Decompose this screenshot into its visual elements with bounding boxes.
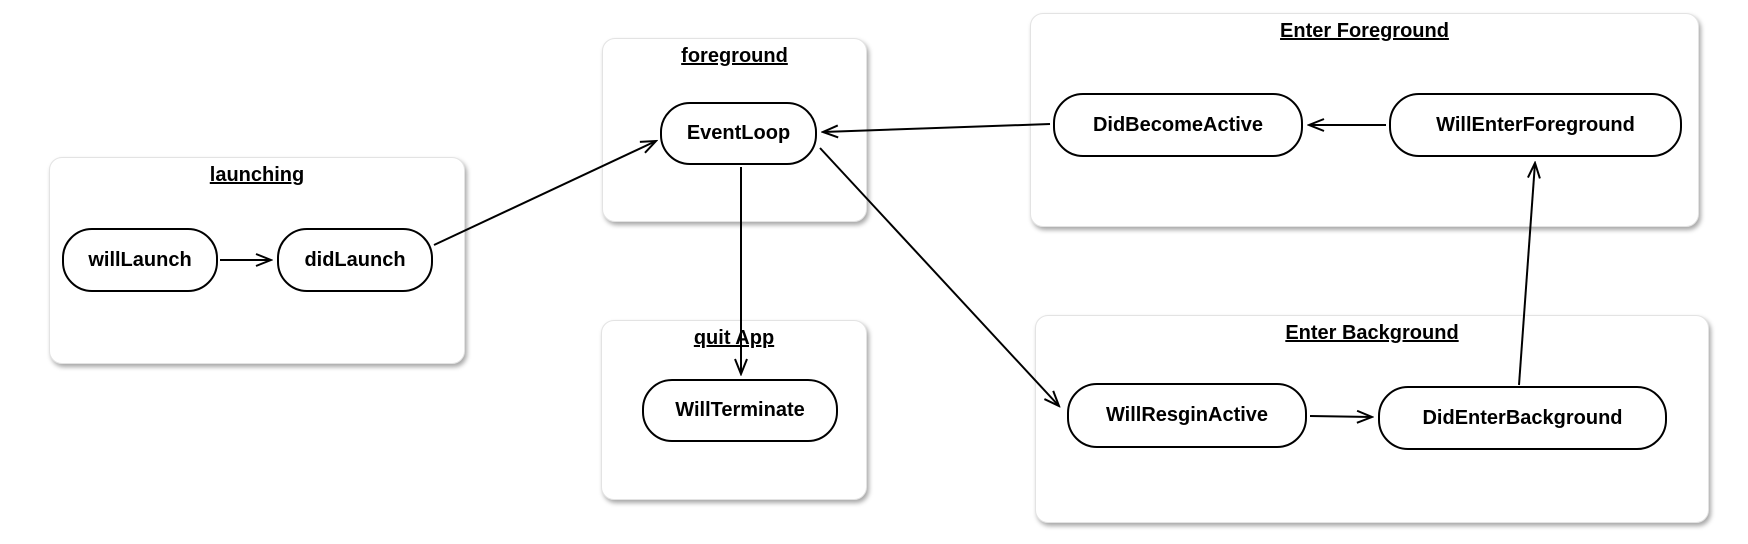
node-event-loop-label: EventLoop: [686, 122, 791, 144]
group-title-launching: launching: [209, 164, 305, 186]
node-did-enter-background-label: DidEnterBackground: [1422, 406, 1623, 429]
node-will-launch-label: willLaunch: [88, 248, 192, 271]
node-will-resgin-active: WillResginActive: [1067, 383, 1307, 448]
node-did-enter-background: DidEnterBackground: [1378, 386, 1667, 450]
group-title-foreground: foreground: [681, 45, 788, 67]
group-title-enter-background: Enter Background: [1285, 322, 1459, 344]
node-will-enter-foreground: WillEnterForeground: [1389, 93, 1682, 157]
node-will-launch: willLaunch: [62, 228, 218, 292]
node-did-launch: didLaunch: [277, 228, 433, 292]
group-title-quit-app: quit App: [693, 327, 775, 349]
node-did-become-active: DidBecomeActive: [1053, 93, 1303, 157]
node-will-terminate-label: WillTerminate: [675, 399, 805, 421]
node-did-launch-label: didLaunch: [304, 248, 406, 271]
group-title-enter-foreground: Enter Foreground: [1280, 20, 1449, 42]
node-will-terminate: WillTerminate: [642, 379, 838, 442]
node-will-resgin-active-label: WillResginActive: [1105, 404, 1269, 426]
node-event-loop: EventLoop: [660, 102, 817, 165]
node-did-become-active-label: DidBecomeActive: [1092, 113, 1264, 136]
node-will-enter-foreground-label: WillEnterForeground: [1436, 113, 1635, 136]
